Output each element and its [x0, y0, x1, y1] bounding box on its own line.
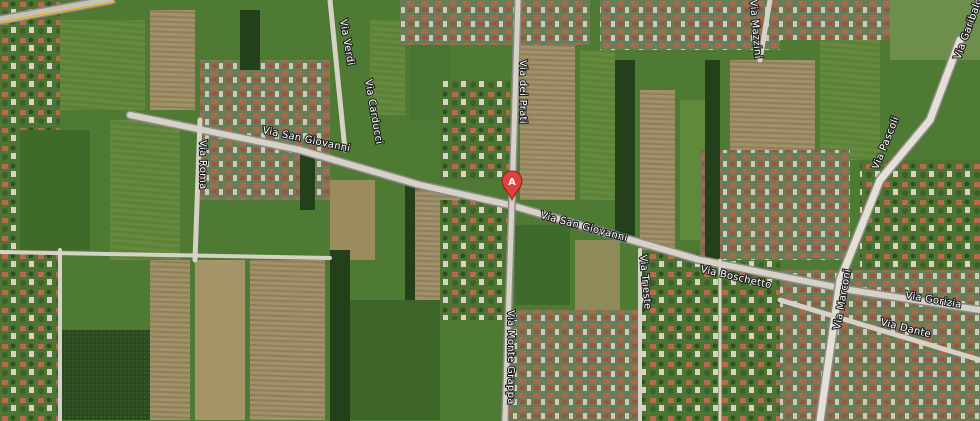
road-label-via-roma: Via Roma	[197, 140, 208, 190]
road-label-via-dei-prati: Via dei Prati	[517, 60, 528, 124]
marker-label: A	[508, 177, 516, 188]
map-pin-icon[interactable]: A	[501, 170, 523, 202]
road-label-via-mazzini: Via Mazzini	[747, 0, 763, 59]
tree-rows	[240, 10, 720, 421]
road-label-via-monte-grappa: Via Monte Grappa	[505, 310, 516, 405]
field-parcels	[0, 0, 460, 421]
